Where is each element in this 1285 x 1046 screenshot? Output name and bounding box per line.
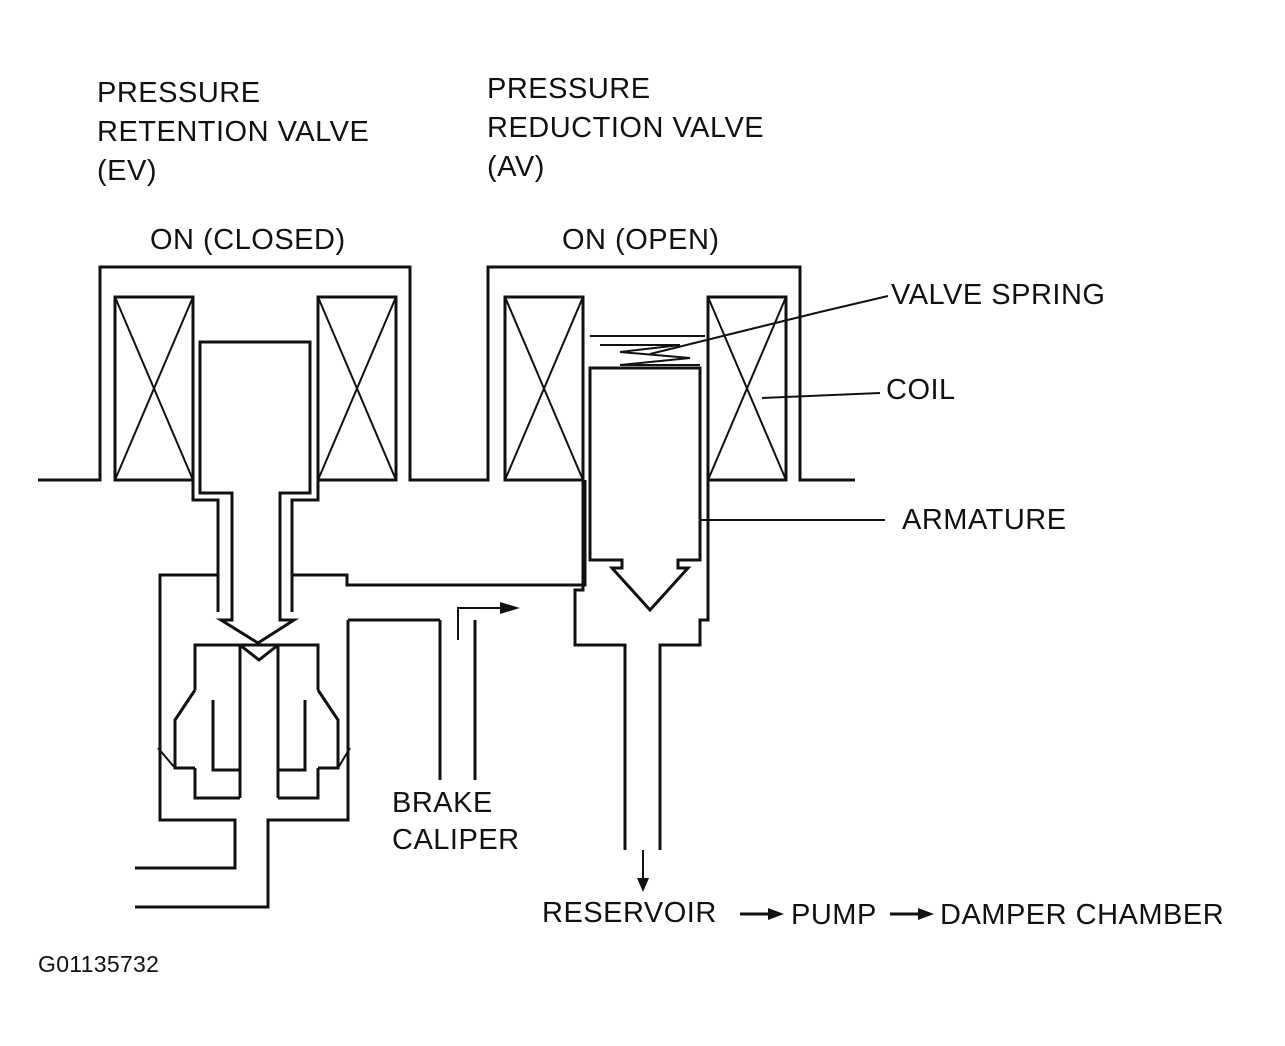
av-coil-right (706, 295, 788, 482)
brake-caliper-line-1: BRAKE (392, 787, 493, 819)
figure-id: G01135732 (38, 951, 160, 977)
ev-body-right (292, 480, 587, 587)
ev-valve-seat (157, 643, 351, 800)
brake-caliper-line-2: CALIPER (392, 824, 520, 856)
pump-label: PUMP (791, 899, 877, 931)
ev-coil-left (113, 295, 195, 482)
coil-leader (761, 392, 881, 399)
valve-spring-label: VALVE SPRING (891, 279, 1106, 311)
reservoir-arrow (637, 878, 649, 892)
armature-label: ARMATURE (902, 504, 1067, 536)
av-title-line-1: PRESSURE (487, 73, 651, 105)
ev-armature (198, 340, 312, 645)
flow-arrow-1 (740, 908, 784, 920)
av-coil-left (503, 295, 585, 482)
av-state-label: ON (OPEN) (562, 224, 720, 256)
ev-body-left (135, 573, 237, 870)
av-title-line-3: (AV) (487, 151, 545, 183)
ev-title-line-3: (EV) (97, 155, 157, 187)
brake-caliper-port (438, 602, 520, 780)
av-title-line-2: REDUCTION VALVE (487, 112, 765, 144)
coil-label: COIL (886, 374, 956, 406)
av-armature (588, 366, 702, 613)
ev-state-label: ON (CLOSED) (150, 224, 346, 256)
reservoir-label: RESERVOIR (542, 897, 717, 929)
valve-spring-leader (649, 295, 889, 355)
flow-arrow-2 (890, 908, 934, 920)
damper-chamber-label: DAMPER CHAMBER (940, 899, 1225, 931)
base-outline (38, 265, 855, 482)
ev-coil-right (316, 295, 398, 482)
ev-title-line-1: PRESSURE (97, 77, 261, 109)
ev-title-line-2: RETENTION VALVE (97, 116, 370, 148)
